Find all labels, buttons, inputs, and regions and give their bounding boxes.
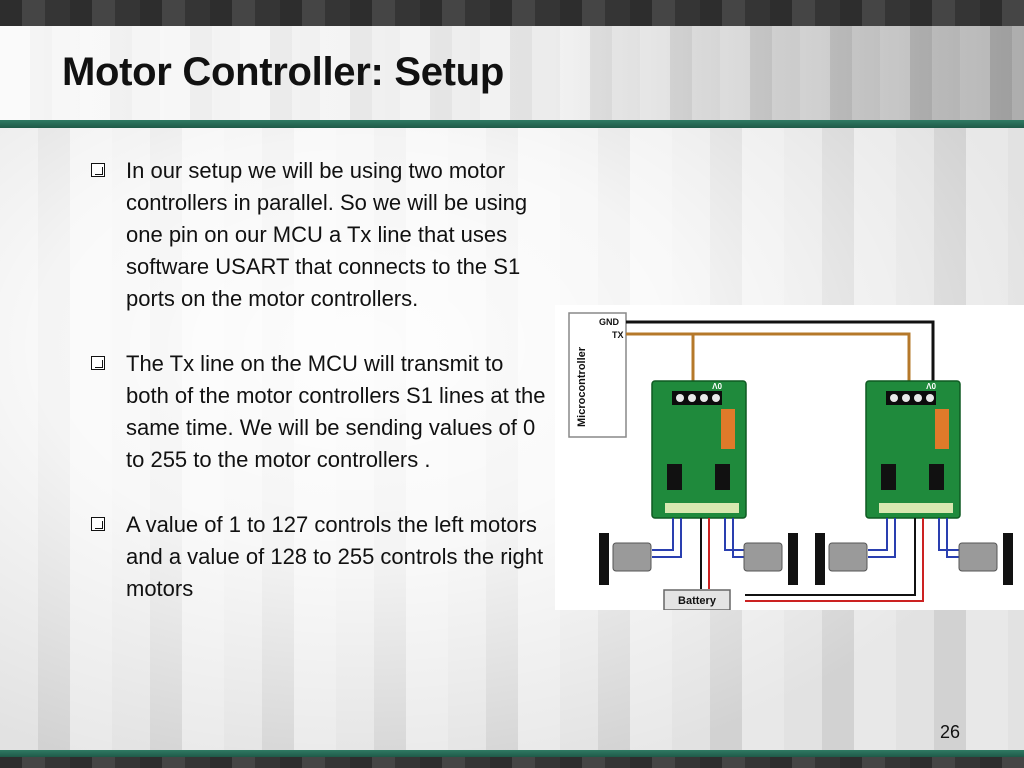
microcontroller-box [568,312,627,438]
bullet-list: In our setup we will be using two motor … [88,155,548,638]
motor-right-2 [958,533,1013,585]
board-right-header-0v: 0V [926,381,936,390]
microcontroller-label: Microcontroller [576,346,588,427]
motor-right-1 [815,533,868,585]
board-left-header-0v: 0V [712,381,722,390]
bullet-item: The Tx line on the MCU will transmit to … [88,348,548,476]
checkbox-bullet-icon [91,356,105,370]
checkbox-bullet-icon [91,517,105,531]
bullet-item: In our setup we will be using two motor … [88,155,548,315]
title-divider [0,120,1024,128]
wiring-diagram: Microcontroller GND TX [555,305,1024,610]
slide-title: Motor Controller: Setup [62,50,504,94]
bullet-item: A value of 1 to 127 controls the left mo… [88,509,548,605]
wiring-diagram-svg: Microcontroller GND TX [568,312,1013,610]
checkbox-bullet-icon [91,163,105,177]
battery-box [663,589,731,610]
motor-controller-board-left [651,380,747,519]
motor-controller-board-right [865,380,961,519]
tx-label: TX [612,330,624,340]
motor-left-1 [599,533,652,585]
title-area [0,26,1024,120]
page-number: 26 [939,722,961,742]
gnd-label: GND [599,317,620,327]
gnd-wire [626,320,935,383]
bottom-camo-band [0,757,1024,768]
bottom-divider [0,750,1024,757]
bullet-text: The Tx line on the MCU will transmit to … [126,351,546,472]
bullet-text: A value of 1 to 127 controls the left mo… [126,512,544,601]
motor-left-2 [743,533,798,585]
top-camo-band [0,0,1024,26]
tx-wire [626,332,911,383]
bullet-text: In our setup we will be using two motor … [126,158,528,311]
battery-label: Battery [678,595,717,607]
